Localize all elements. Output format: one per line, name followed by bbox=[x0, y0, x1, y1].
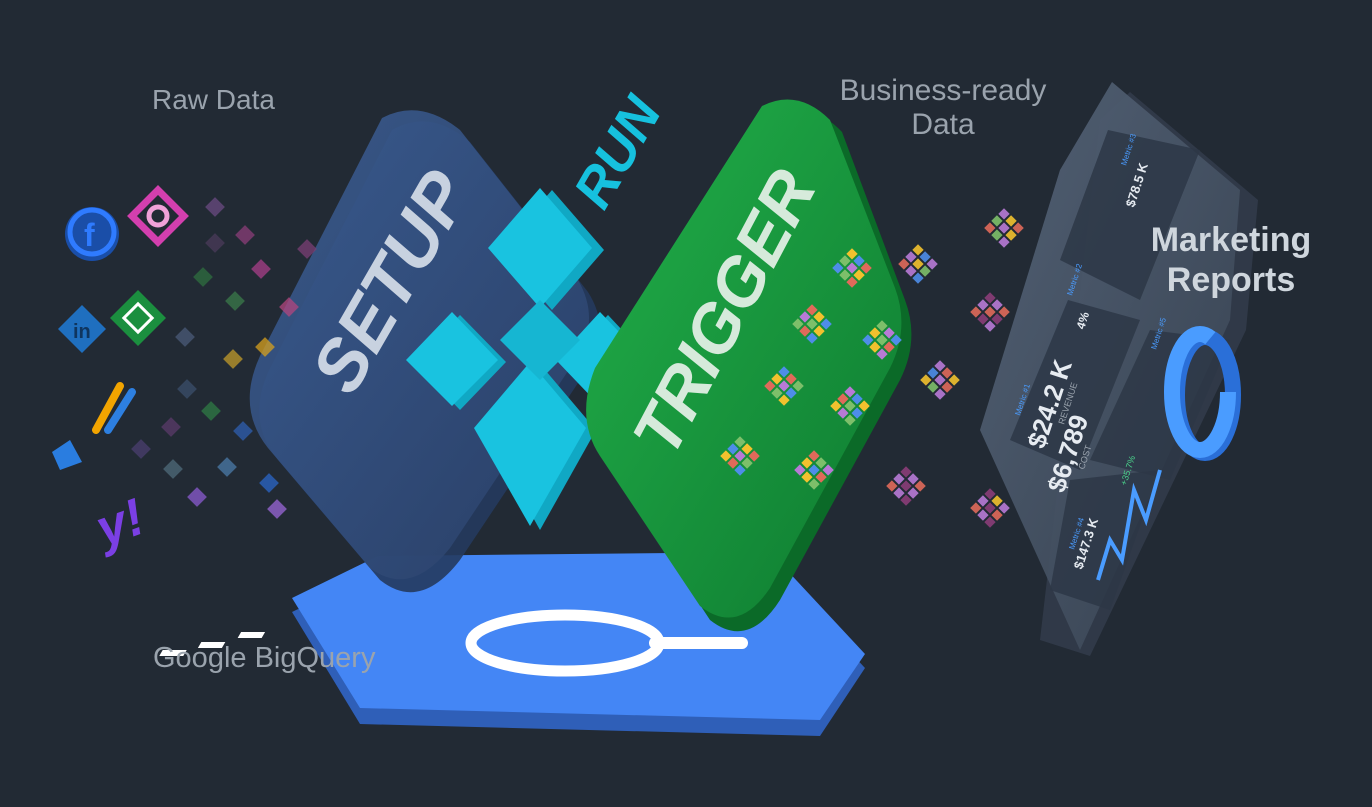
facebook-icon: f bbox=[65, 207, 119, 261]
instagram-icon bbox=[127, 185, 189, 247]
metric-5-value: 4% bbox=[1074, 310, 1093, 331]
dashboard-donut-chart bbox=[1164, 326, 1241, 461]
linkedin-icon: in bbox=[58, 305, 106, 353]
raw-data-sources: f in y! bbox=[52, 185, 317, 559]
google-analytics-icon bbox=[92, 382, 136, 434]
svg-text:y!: y! bbox=[86, 488, 152, 559]
svg-text:in: in bbox=[73, 321, 91, 343]
business-ready-label: Business-ready Data bbox=[832, 74, 1054, 142]
google-bigquery-label: Google BigQuery bbox=[153, 642, 376, 674]
dashboard-line-chart bbox=[1096, 469, 1162, 581]
marketing-line: Marketing bbox=[1150, 221, 1312, 259]
google-sheets-icon bbox=[110, 290, 166, 346]
svg-text:f: f bbox=[84, 217, 95, 253]
raw-data-label: Raw Data bbox=[152, 84, 275, 115]
business-ready-line-2: Data bbox=[911, 108, 975, 141]
reports-line: Reports bbox=[1166, 261, 1296, 299]
marketing-reports-label: Marketing Reports bbox=[1148, 220, 1314, 300]
google-ads-icon bbox=[52, 440, 82, 470]
bigquery-icon bbox=[159, 609, 748, 677]
run-label: RUN bbox=[562, 86, 673, 218]
marketing-dashboard: $24.2 K REVENUE $6,789 COST $147.3 K $78… bbox=[980, 82, 1258, 656]
business-ready-line-1: Business-ready bbox=[839, 74, 1047, 107]
yahoo-icon: y! bbox=[86, 488, 152, 559]
